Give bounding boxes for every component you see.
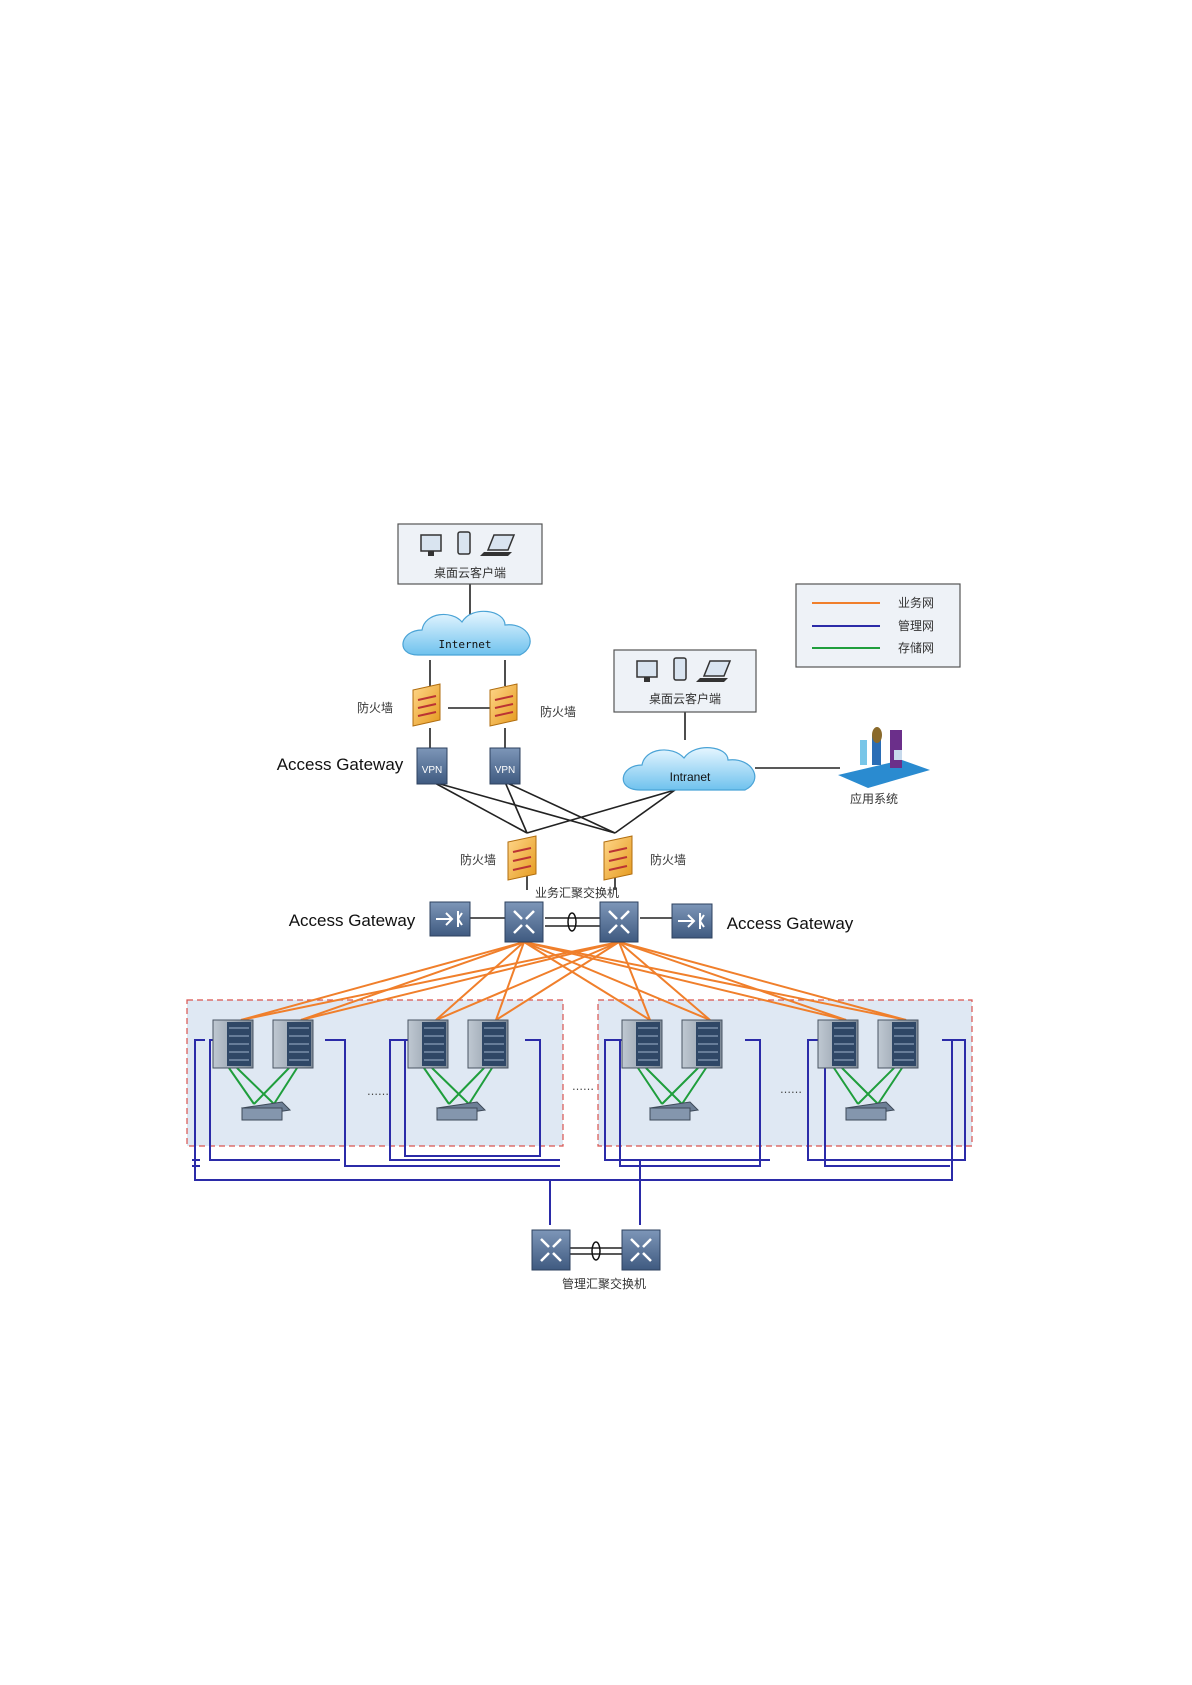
firewall-icon	[413, 684, 440, 726]
firewall-icon	[508, 836, 536, 880]
internet-cloud-icon: Internet	[403, 611, 530, 655]
server-icon	[408, 1020, 448, 1068]
business-aggregation-switch-label: 业务汇聚交换机	[535, 885, 619, 900]
core-switch-icon	[600, 902, 638, 942]
server-icon	[468, 1020, 508, 1068]
server-icon	[213, 1020, 253, 1068]
management-switch-icon	[532, 1230, 570, 1270]
desktop-client-box-top: 桌面云客户端	[398, 524, 542, 584]
svg-text:管理网: 管理网	[898, 618, 934, 633]
firewall-label: 防火墙	[540, 704, 576, 719]
svg-text:业务网: 业务网	[898, 595, 934, 610]
svg-text:存储网: 存储网	[898, 640, 934, 655]
application-system-icon: 应用系统	[838, 727, 930, 806]
access-gateway-label: Access Gateway	[727, 914, 854, 933]
firewall-label: 防火墙	[357, 700, 393, 715]
desktop-client-label: 桌面云客户端	[649, 691, 721, 706]
management-switch-icon	[622, 1230, 660, 1270]
svg-text:VPN: VPN	[422, 765, 443, 776]
desktop-client-box-intranet: 桌面云客户端	[614, 650, 756, 712]
tablet-icon	[458, 532, 470, 554]
svg-text:VPN: VPN	[495, 765, 516, 776]
access-gateway-label: Access Gateway	[289, 911, 416, 930]
server-icon	[878, 1020, 918, 1068]
firewall-icon	[490, 684, 517, 726]
ellipsis-label: ……	[572, 1080, 594, 1093]
ellipsis-label: ……	[367, 1085, 389, 1098]
access-gateway-label: Access Gateway	[277, 755, 404, 774]
internet-label: Internet	[439, 638, 492, 651]
intranet-cloud-icon: Intranet	[623, 748, 755, 790]
firewall-label: 防火墙	[460, 852, 496, 867]
firewall-label: 防火墙	[650, 852, 686, 867]
intranet-label: Intranet	[670, 770, 711, 784]
server-icon	[622, 1020, 662, 1068]
server-icon	[273, 1020, 313, 1068]
core-switch-icon	[505, 902, 543, 942]
vpn-gateway-icon: VPN	[490, 748, 520, 784]
firewall-icon	[604, 836, 632, 880]
access-gateway-icon	[672, 904, 712, 938]
management-aggregation-switch-label: 管理汇聚交换机	[562, 1276, 646, 1291]
access-gateway-icon	[430, 902, 470, 936]
tablet-icon	[674, 658, 686, 680]
legend: 业务网 管理网 存储网	[796, 584, 960, 667]
ellipsis-label: ……	[780, 1083, 802, 1096]
server-icon	[818, 1020, 858, 1068]
vpn-gateway-icon: VPN	[417, 748, 447, 784]
application-system-label: 应用系统	[850, 791, 898, 806]
desktop-client-label: 桌面云客户端	[434, 565, 506, 580]
server-icon	[682, 1020, 722, 1068]
